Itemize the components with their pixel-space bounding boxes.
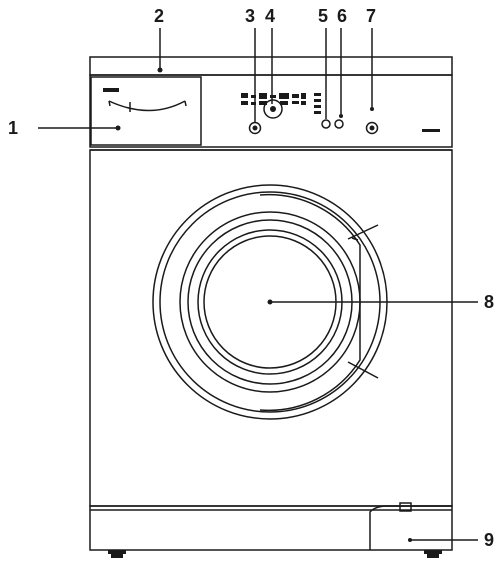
callout-4: 4 (265, 6, 275, 26)
leader-lines (38, 28, 478, 541)
feet (108, 550, 442, 558)
program-knob (248, 121, 262, 135)
machine-body (89, 149, 453, 507)
top-lid (89, 56, 453, 76)
callout-7: 7 (366, 6, 376, 26)
indicator-column (314, 93, 344, 129)
door (152, 184, 388, 420)
callout-9: 9 (484, 530, 494, 550)
control-panel (89, 74, 453, 151)
detergent-drawer (90, 76, 202, 146)
callout-labels: 1 2 3 4 5 6 7 8 9 (8, 6, 494, 550)
kick-plate (89, 502, 453, 551)
callout-6: 6 (337, 6, 347, 26)
callout-2: 2 (154, 6, 164, 26)
model-badge (422, 129, 440, 132)
callout-3: 3 (245, 6, 255, 26)
power-knob (365, 107, 379, 135)
display-panel (241, 93, 306, 119)
callout-5: 5 (318, 6, 328, 26)
callout-8: 8 (484, 292, 494, 312)
callout-1: 1 (8, 118, 18, 138)
